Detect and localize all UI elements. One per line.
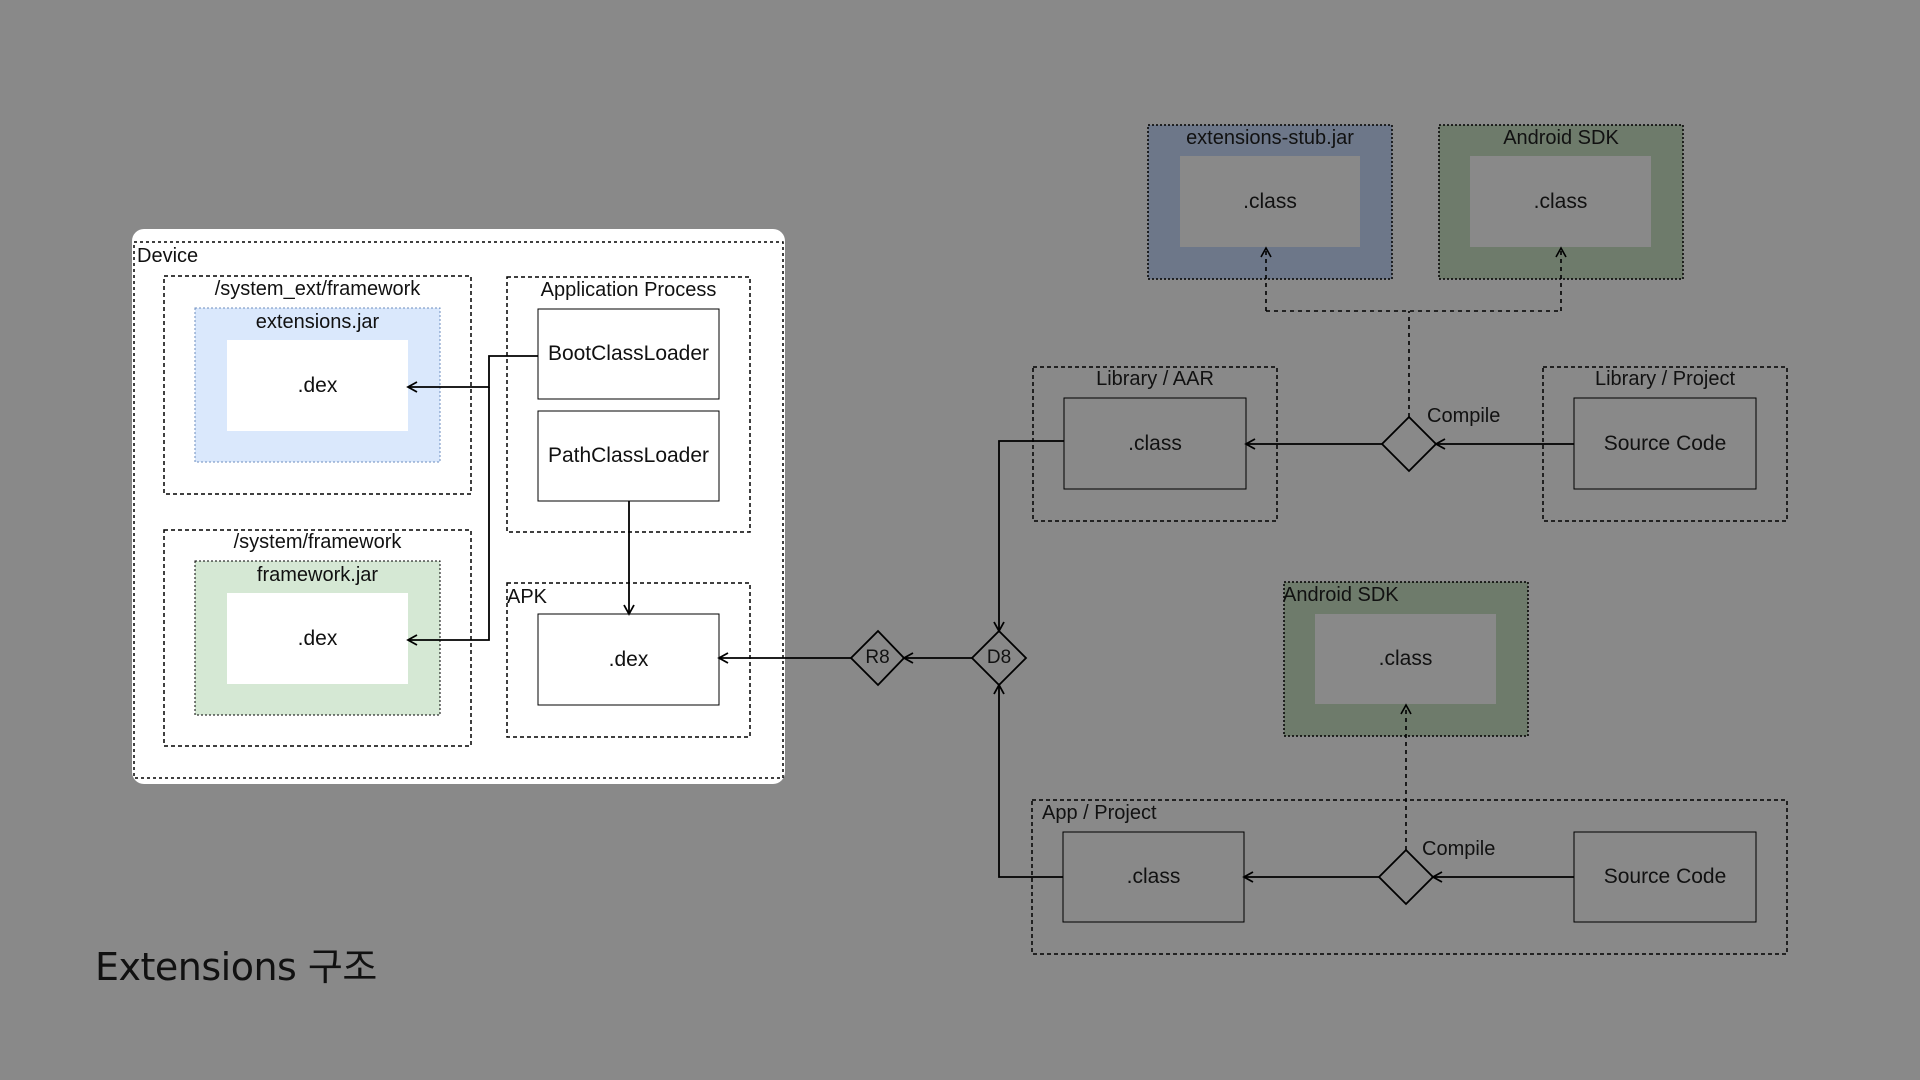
- android-sdk-bottom-class-box: [1315, 614, 1496, 704]
- compile-bottom-label: Compile: [1422, 838, 1496, 860]
- boot-to-framework-arrow: [406, 387, 490, 646]
- framework-dex-box: [227, 593, 408, 684]
- android-sdk-top-label: Android SDK: [1503, 127, 1619, 149]
- library-project-group: [1542, 366, 1788, 522]
- compile-top-label: Compile: [1427, 405, 1501, 427]
- framework-jar-label: framework.jar: [256, 564, 379, 586]
- r8-label: R8: [865, 647, 890, 668]
- path-class-loader-label: PathClassLoader: [547, 444, 710, 467]
- boot-to-extensions-arrow: [406, 355, 538, 393]
- r8-diamond: [849, 629, 906, 687]
- extensions-dex-label: .dex: [297, 373, 338, 397]
- library-project-label: Library / Project: [1594, 368, 1736, 390]
- extensions-stub-label: extensions-stub.jar: [1186, 127, 1354, 149]
- apk-label: APK: [507, 586, 548, 608]
- android-sdk-bottom-label: Android SDK: [1283, 584, 1399, 606]
- system-ext-framework-label: /system_ext/framework: [214, 278, 421, 300]
- device-label: Device: [137, 245, 199, 267]
- android-sdk-top-class-label: .class: [1533, 189, 1588, 213]
- system-framework-group: [163, 529, 472, 747]
- library-aar-to-d8-arrow: [993, 440, 1064, 633]
- apk-dex-box: [537, 613, 720, 706]
- boot-class-loader-label: BootClassLoader: [547, 342, 710, 365]
- app-class-to-d8-arrow: [993, 683, 1063, 878]
- extensions-jar-label: extensions.jar: [255, 311, 380, 333]
- library-aar-class-label: .class: [1128, 431, 1182, 455]
- compile-bottom-diamond: [1377, 848, 1435, 906]
- system-ext-framework-group: [163, 275, 472, 495]
- boot-class-loader-box: [537, 308, 720, 400]
- library-project-source-label: Source Code: [1603, 431, 1727, 455]
- android-sdk-top-class-box: [1470, 156, 1651, 247]
- compile-top-diamond: [1380, 415, 1438, 473]
- system-framework-label: /system/framework: [233, 531, 402, 553]
- device-border: [133, 241, 784, 779]
- extensions-stub-class-box: [1180, 156, 1360, 247]
- android-sdk-bottom-class-label: .class: [1378, 647, 1433, 670]
- path-class-loader-box: [537, 410, 720, 502]
- apk-dex-label: .dex: [608, 647, 649, 671]
- application-process-label: Application Process: [540, 279, 717, 301]
- d8-label: D8: [986, 647, 1012, 668]
- app-project-source-label: Source Code: [1603, 865, 1727, 888]
- page-title: Extensions 구조: [95, 945, 377, 989]
- library-aar-label: Library / AAR: [1096, 368, 1214, 390]
- extensions-dex-box: [227, 340, 408, 431]
- app-project-class-label: .class: [1126, 865, 1181, 888]
- app-project-label: App / Project: [1042, 802, 1157, 824]
- extensions-stub-class-label: .class: [1243, 189, 1297, 213]
- library-aar-group: [1032, 366, 1278, 522]
- framework-dex-label: .dex: [297, 626, 338, 650]
